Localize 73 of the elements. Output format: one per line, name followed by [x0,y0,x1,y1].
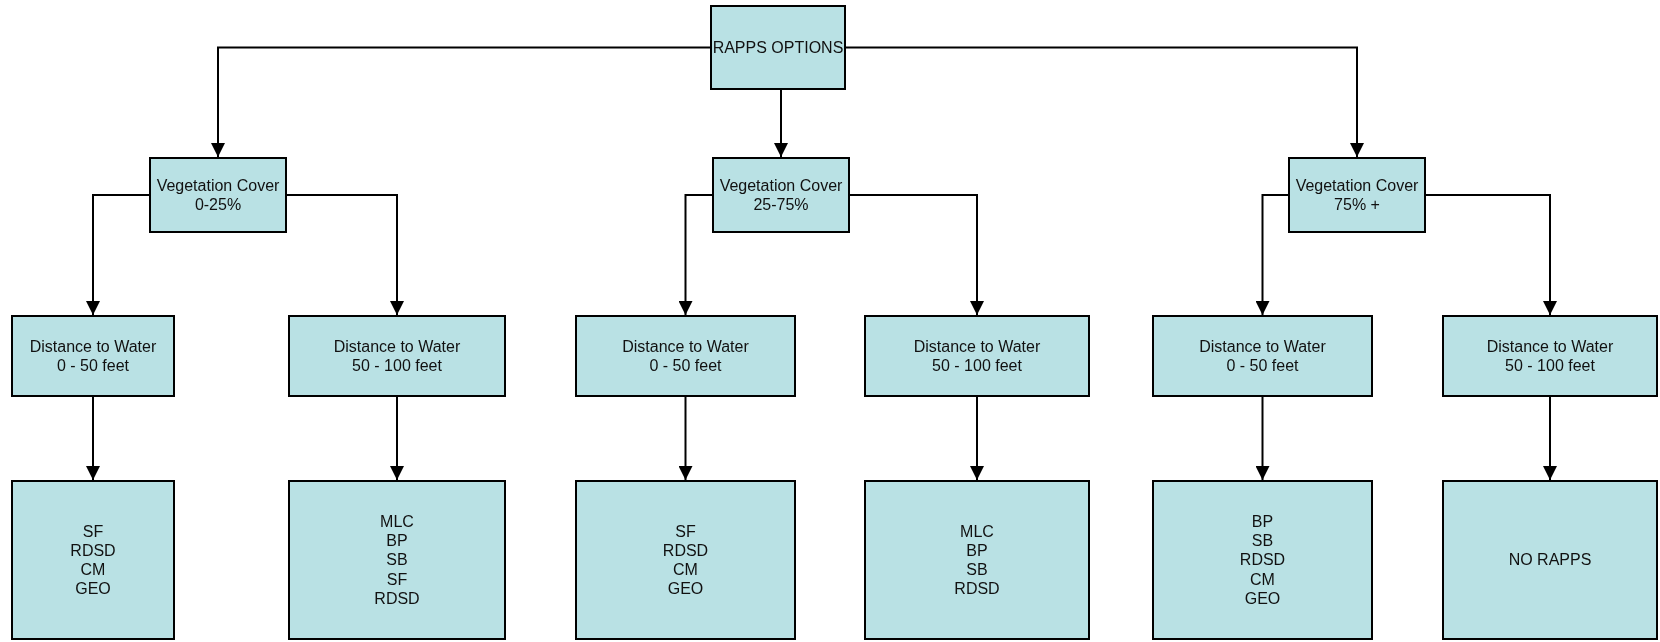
box-text: MLC [380,512,414,532]
arrow [678,194,713,316]
arrow [970,396,984,481]
box-text: GEO [75,579,111,599]
category-box [712,157,850,233]
box-text: Distance to Water [913,336,1041,356]
box-text: Distance to Water [1486,336,1614,356]
box-text: 0-25% [194,195,242,215]
box-text: GEO [667,579,704,599]
arrow [86,194,150,316]
arrow [286,194,404,316]
criteria-box [1152,315,1373,397]
box-text: SB [966,560,988,580]
arrow [390,396,404,481]
criteria-box [864,315,1090,397]
criteria-box [575,315,796,397]
box-text: 0 - 50 feet [1226,356,1299,376]
arrow [849,194,984,316]
box-text: RDSD [374,588,420,608]
box-text: CM [1250,569,1275,589]
box-text: 50 - 100 feet [352,356,442,376]
arrow [211,46,711,158]
box-text: RDSD [1239,550,1286,570]
box-text: Distance to Water [333,336,461,356]
category-box [149,157,287,233]
box-text: GEO [1244,588,1281,608]
arrow [86,396,100,481]
arrow [1255,396,1270,481]
box-text: CM [673,560,698,580]
category-box [1288,157,1426,233]
arrow [774,89,788,158]
result-box [1152,480,1373,640]
result-box [288,480,506,640]
box-text: Distance to Water [1199,336,1326,356]
box-text: 0 - 50 feet [649,356,722,376]
box-text: 50 - 100 feet [1505,356,1595,376]
box-text: BP [1251,512,1274,532]
box-text: BP [966,540,988,560]
box-text: SB [386,550,408,570]
box-text: BP [386,531,408,551]
box-text: Distance to Water [29,336,157,356]
result-box [864,480,1090,640]
arrow [845,46,1364,158]
box-text: RDSD [954,579,1000,599]
box-text: NO RAPPS [1508,550,1592,570]
box-text: SF [82,521,104,541]
box-text: SF [675,521,696,541]
root-box [710,5,846,90]
box-text: RAPPS OPTIONS [712,37,844,58]
box-text: MLC [960,521,994,541]
criteria-box [288,315,506,397]
arrow [1425,194,1557,316]
arrow [1543,396,1557,481]
box-text: SB [1251,531,1274,551]
box-text: Vegetation Cover [719,175,843,195]
box-text: Distance to Water [622,336,749,356]
box-text: Vegetation Cover [1295,175,1419,195]
box-text: SF [386,569,408,589]
result-box [1442,480,1658,640]
result-box [575,480,796,640]
criteria-box [11,315,175,397]
arrow [1255,194,1289,316]
box-text: 25-75% [753,195,809,215]
box-text: 50 - 100 feet [932,356,1022,376]
box-text: CM [80,560,106,580]
criteria-box [1442,315,1658,397]
box-text: 0 - 50 feet [56,356,129,376]
box-text: 75% + [1334,195,1380,215]
box-text: RDSD [70,540,116,560]
result-box [11,480,175,640]
box-text: RDSD [662,540,709,560]
box-text: Vegetation Cover [156,175,280,195]
arrow [678,396,693,481]
